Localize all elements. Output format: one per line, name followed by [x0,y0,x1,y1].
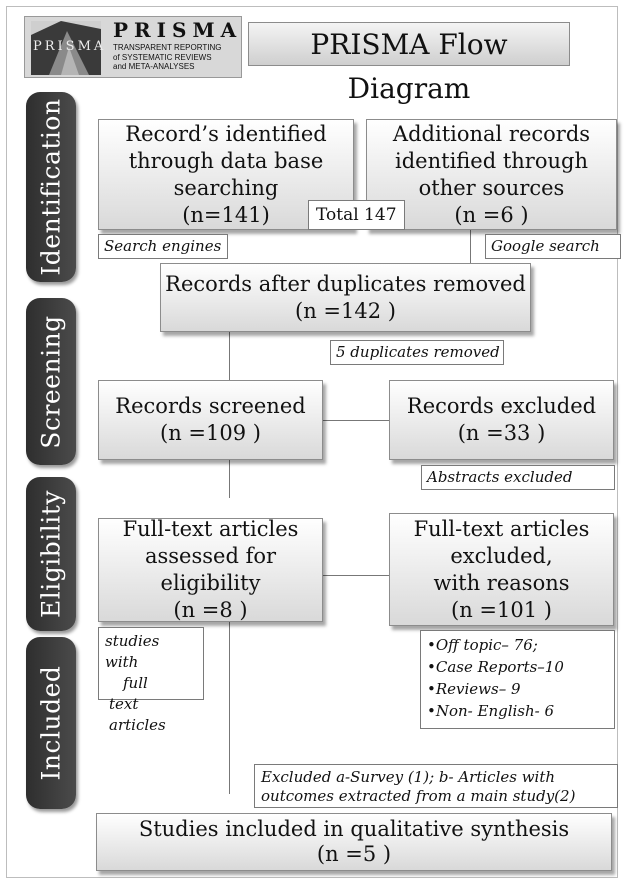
fulltext-studies-note: studies with full text articles [98,627,204,734]
list-item: •Case Reports–10 [427,658,564,676]
excluded-studies-note: Excluded a-Survey (1); b- Articles with … [254,764,618,808]
prisma-logo: PRISMA PRISMA TRANSPARENT REPORTING of S… [24,16,242,78]
stage-eligibility: Eligibility [26,477,76,631]
abstracts-excluded-note: Abstracts excluded [421,465,615,490]
database-records-box: Record’s identified through data base se… [98,119,354,230]
connector-assessed-to-excluded [323,575,389,576]
search-engines-note: Search engines [98,234,228,259]
list-item: •Non- English- 6 [427,702,555,720]
other-sources-box: Additional records identified through ot… [366,119,617,230]
connector-other-to-dedup [470,229,471,263]
records-excluded-box: Records excluded (n =33 ) [389,380,614,460]
logo-brand: PRISMA [113,18,243,42]
page-title: PRISMA Flow Diagram [248,22,570,105]
fulltext-assessed-box: Full-text articles assessed for eligibil… [98,517,323,622]
list-item: •Off topic– 76; [427,636,538,654]
prisma-logo-icon [31,21,101,75]
duplicates-note: 5 duplicates removed [330,340,504,365]
total-label: Total 147 [308,200,405,230]
connector-screened-to-assessed [229,460,230,498]
logo-tagline: TRANSPARENT REPORTING of SYSTEMATIC REVI… [113,43,222,71]
stage-identification: Identification [26,92,76,282]
studies-included-box: Studies included in qualitative synthesi… [96,813,612,871]
connector-dedup-to-screened [229,332,230,380]
stage-screening: Screening [26,298,76,465]
connector-assessed-to-final [229,622,230,794]
list-item: •Reviews– 9 [427,680,521,698]
exclusion-reasons-list: •Off topic– 76; •Case Reports–10 •Review… [420,630,615,729]
connector-screened-to-excluded [323,420,389,421]
google-search-note: Google search [485,234,621,259]
logo-mark-text: PRISMA [33,39,107,54]
fulltext-excluded-box: Full-text articles excluded, with reason… [389,513,614,626]
duplicates-removed-box: Records after duplicates removed (n =142… [160,263,531,332]
stage-included: Included [26,637,76,809]
records-screened-box: Records screened (n =109 ) [98,380,323,460]
page-frame [6,6,618,878]
